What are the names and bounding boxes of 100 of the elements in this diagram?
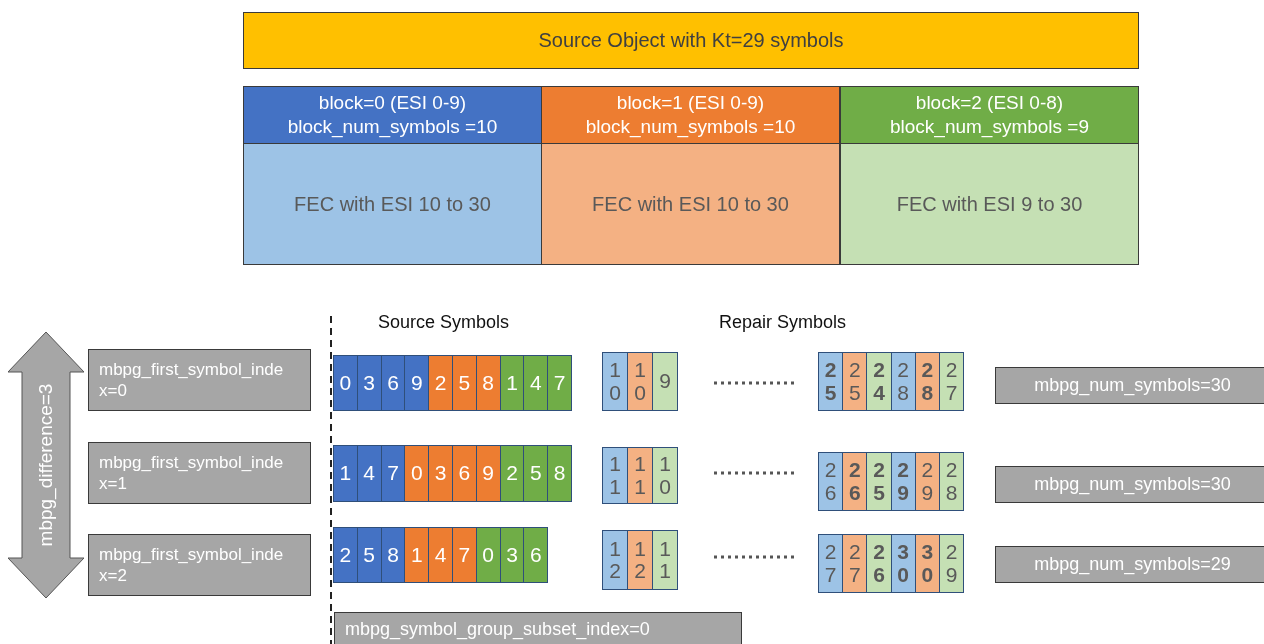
header-text: block=1 (ESI 0-9)	[616, 91, 765, 115]
symbol-number: 3	[505, 543, 519, 566]
symbol-number: 0	[339, 371, 352, 394]
symbol-number: 1	[505, 371, 519, 394]
index-label-box	[88, 349, 311, 411]
repair-symbol-cell	[890, 452, 916, 511]
source-symbol-cell	[356, 445, 382, 502]
symbol-number: 9	[481, 462, 495, 485]
source-symbol-cell	[475, 355, 501, 411]
symbol-number: 7	[458, 543, 471, 566]
repair-symbol-cell	[842, 534, 868, 593]
symbol-number: 2 8	[896, 359, 910, 404]
symbol-number: 1 0	[633, 359, 647, 404]
header-text: block_num_symbols =10	[287, 115, 498, 139]
source-symbol-cell	[523, 445, 549, 502]
symbol-number: 2 6	[824, 459, 837, 504]
num-symbols-box	[995, 367, 1264, 404]
symbol-number: 4	[362, 462, 376, 485]
source-symbol-cell	[523, 355, 549, 411]
repair-symbol-cell	[818, 352, 844, 411]
block-header	[243, 86, 542, 144]
num-symbols-box	[995, 466, 1264, 503]
repair-symbol-cell	[652, 352, 678, 411]
repair-symbol-cell	[842, 352, 868, 411]
source-symbol-cell	[547, 445, 572, 502]
symbol-number: 4	[434, 543, 447, 566]
symbol-number: 6	[458, 462, 471, 485]
symbol-number: 1	[410, 543, 424, 566]
symbol-number: 2	[434, 371, 447, 394]
num-symbols-text: mbpg_num_symbols=29	[1034, 553, 1231, 576]
symbol-number: 2	[339, 543, 352, 566]
repair-symbol-cell	[627, 447, 653, 504]
fec-box	[243, 143, 542, 265]
symbol-number: 2 6	[872, 541, 886, 586]
source-symbol-cell	[428, 527, 453, 583]
header-text: block_num_symbols =9	[889, 115, 1090, 139]
repair-symbol-cell	[627, 352, 653, 411]
object-bar	[243, 12, 1139, 69]
symbol-number: 2 9	[896, 459, 910, 504]
source-symbol-cell	[475, 445, 501, 502]
index-text: mbpg_first_symbol_index=0	[99, 358, 285, 402]
source-symbol-cell	[547, 355, 572, 411]
repair-symbol-cell	[914, 352, 940, 411]
symbol-number: 2 5	[824, 359, 837, 404]
column-heading: Source Symbols	[378, 312, 510, 333]
symbol-number: 1 0	[608, 359, 622, 404]
difference-label: mbpg_difference=3	[35, 383, 57, 547]
repair-symbol-cell	[818, 452, 844, 511]
symbol-number: 2 7	[945, 359, 958, 404]
symbol-number: 6	[529, 543, 543, 566]
source-symbol-cell	[404, 445, 430, 502]
index-label-box	[88, 534, 311, 596]
symbol-number: 2 7	[824, 541, 837, 586]
symbol-number: 1	[339, 462, 352, 485]
index-text: mbpg_first_symbol_index=2	[99, 543, 285, 587]
object-title: Source Object with Kt=29 symbols	[538, 28, 844, 53]
symbol-number: 2 5	[848, 359, 862, 404]
repair-symbol-cell	[866, 352, 892, 411]
source-symbol-cell	[356, 527, 382, 583]
repair-symbol-cell	[914, 534, 940, 593]
source-symbol-cell	[333, 527, 358, 583]
symbol-number: 3	[434, 462, 447, 485]
symbol-number: 8	[386, 543, 400, 566]
symbol-number: 4	[529, 371, 543, 394]
source-symbol-cell	[333, 445, 358, 502]
repair-symbol-cell	[842, 452, 868, 511]
symbol-number: 9	[658, 370, 672, 393]
num-symbols-text: mbpg_num_symbols=30	[1034, 374, 1231, 397]
symbol-number: 3	[362, 371, 376, 394]
repair-symbol-cell	[939, 352, 965, 411]
source-symbol-cell	[404, 527, 430, 583]
repair-symbol-cell	[818, 534, 844, 593]
symbol-number: 2 6	[848, 459, 862, 504]
repair-symbol-cell	[602, 352, 628, 411]
index-label-box	[88, 442, 311, 504]
symbol-number: 2 8	[921, 359, 934, 404]
num-symbols-box	[995, 546, 1264, 583]
symbol-number: 1 2	[633, 537, 647, 583]
repair-symbol-cell	[890, 534, 916, 593]
repair-symbol-cell	[939, 452, 965, 511]
symbol-number: 7	[386, 462, 400, 485]
repair-symbol-cell	[866, 534, 892, 593]
symbol-number: 0	[481, 543, 495, 566]
fec-text: FEC with ESI 9 to 30	[896, 191, 1083, 217]
header-text: block=0 (ESI 0-9)	[318, 91, 467, 115]
symbol-number: 1 1	[658, 537, 672, 583]
symbol-number: 3 0	[896, 541, 910, 586]
source-symbol-cell	[452, 445, 477, 502]
fec-text: FEC with ESI 10 to 30	[592, 191, 789, 217]
header-text: block_num_symbols =10	[585, 115, 796, 139]
double-arrow	[8, 332, 84, 598]
symbol-number: 1 1	[608, 453, 622, 498]
symbol-number: 7	[553, 371, 566, 394]
header-text: block=2 (ESI 0-8)	[915, 91, 1064, 115]
source-symbol-cell	[428, 355, 453, 411]
source-symbol-cell	[452, 527, 477, 583]
source-symbol-cell	[356, 355, 382, 411]
repair-symbol-cell	[627, 530, 653, 590]
symbol-number: 1 0	[658, 453, 672, 498]
symbol-number: 5	[458, 371, 471, 394]
